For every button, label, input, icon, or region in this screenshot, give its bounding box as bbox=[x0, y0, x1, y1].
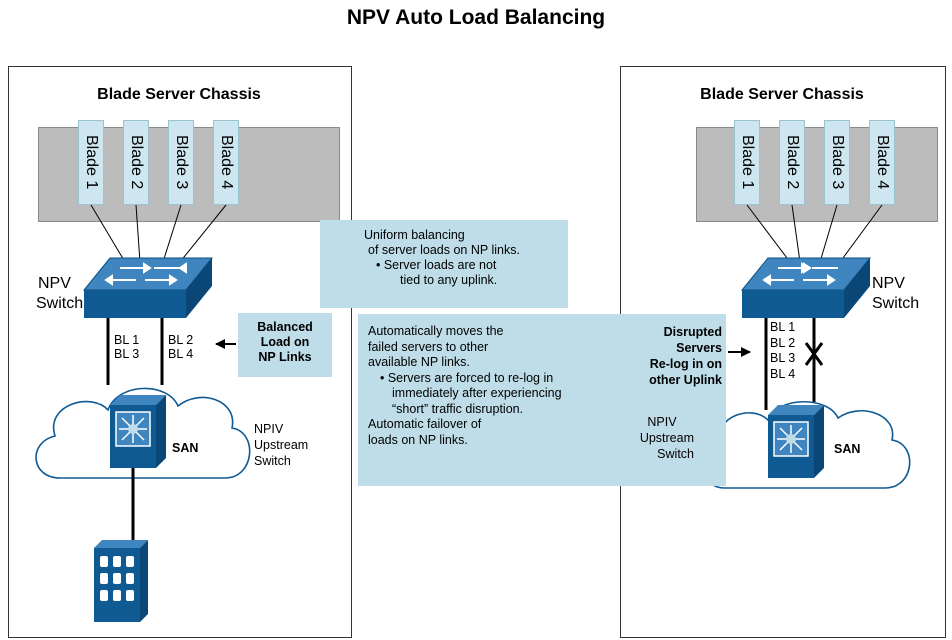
left-blade-3: Blade 3 bbox=[168, 120, 194, 205]
right-san-switch-icon bbox=[768, 405, 824, 478]
left-blade-4: Blade 4 bbox=[213, 120, 239, 205]
right-blade-links bbox=[746, 204, 883, 263]
left-san-label: SAN bbox=[172, 441, 199, 455]
left-blade-2: Blade 2 bbox=[123, 120, 149, 205]
storage-array-icon bbox=[94, 540, 148, 622]
right-blade-4: Blade 4 bbox=[869, 120, 895, 205]
right-blade-3: Blade 3 bbox=[824, 120, 850, 205]
left-upstream-label: NPIV Upstream Switch bbox=[254, 422, 309, 468]
right-chassis-title: Blade Server Chassis bbox=[700, 86, 864, 103]
link-failure-x-icon bbox=[804, 342, 824, 366]
failover-box: Automatically moves the failed servers t… bbox=[358, 314, 726, 486]
right-npv-switch-icon bbox=[740, 257, 872, 318]
diagram-title: NPV Auto Load Balancing bbox=[346, 6, 606, 29]
left-switch-label: NPV Switch bbox=[36, 275, 84, 312]
right-blade-2: Blade 2 bbox=[779, 120, 805, 205]
left-blade-links bbox=[90, 204, 227, 263]
left-npv-switch-icon bbox=[82, 257, 214, 318]
right-san-label: SAN bbox=[834, 442, 861, 456]
balanced-load-callout: Balanced Load on NP Links bbox=[238, 313, 332, 377]
right-links: BL 1 BL 2 BL 3 BL 4 bbox=[770, 320, 796, 381]
left-blade-1: Blade 1 bbox=[78, 120, 104, 205]
right-switch-label: NPV Switch bbox=[872, 275, 920, 312]
uniform-balancing-box: Uniform balancing of server loads on NP … bbox=[320, 220, 568, 308]
disrupted-servers-callout: Disrupted Servers Re-log in on other Upl… bbox=[649, 325, 722, 387]
right-upstream-label: NPIV Upstream Switch bbox=[639, 415, 694, 461]
right-blade-1: Blade 1 bbox=[734, 120, 760, 205]
left-san-switch-icon bbox=[110, 395, 166, 468]
left-chassis-title: Blade Server Chassis bbox=[97, 86, 261, 103]
